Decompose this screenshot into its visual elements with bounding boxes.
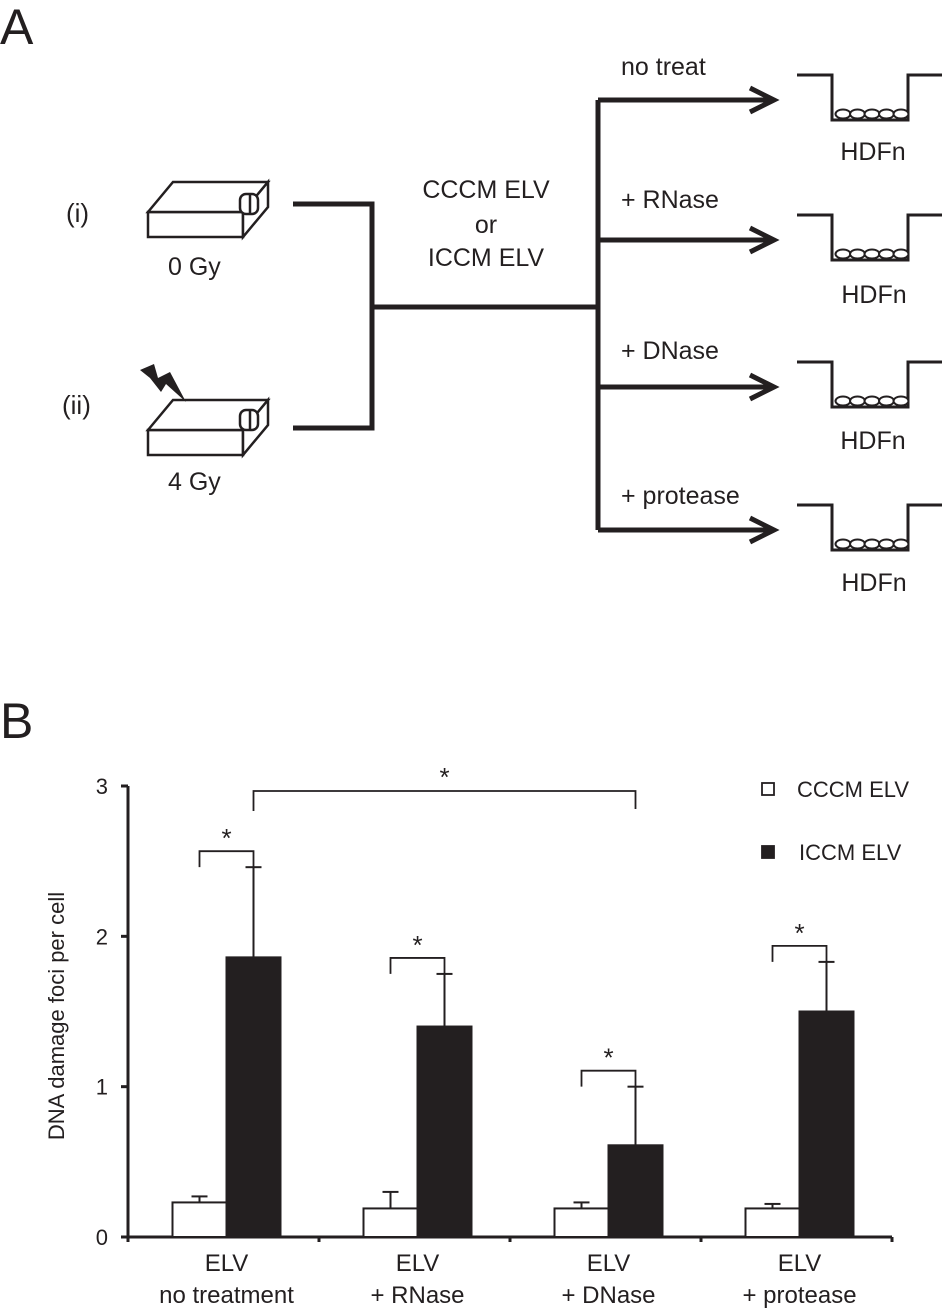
- cell-icon: [849, 538, 866, 550]
- culture-well-icon: [797, 360, 942, 409]
- cell-icon: [834, 108, 852, 120]
- branch-0-treatment: no treat: [621, 53, 706, 81]
- bar-cccm: [744, 1207, 801, 1238]
- cell-icon: [863, 538, 881, 550]
- cell-icon: [878, 248, 895, 260]
- radiation-bolt-icon: [140, 364, 186, 402]
- x-tick-label: + RNase: [370, 1282, 464, 1309]
- y-tick-label: 1: [96, 1075, 108, 1100]
- middle-line-1: CCCM ELV: [422, 176, 550, 204]
- well-outline: [797, 73, 942, 122]
- cell-icon: [863, 248, 881, 260]
- x-tick-label: + protease: [742, 1282, 856, 1309]
- well-outline: [797, 360, 942, 409]
- flask-0gy-icon: [145, 178, 271, 241]
- bar-iccm: [225, 956, 282, 1238]
- branch-1-target: HDFn: [841, 281, 906, 309]
- cell-icon: [878, 538, 895, 550]
- x-tick-label: ELV: [587, 1250, 631, 1277]
- legend-swatch: [761, 782, 775, 796]
- cell-icon: [849, 108, 866, 120]
- flask-i-dose: 0 Gy: [168, 253, 221, 281]
- branch-2-treatment: + DNase: [621, 337, 719, 365]
- significance-marker: *: [221, 823, 231, 853]
- x-tick-label: ELV: [396, 1250, 440, 1277]
- bar-iccm: [416, 1025, 473, 1238]
- cell-icon: [892, 108, 910, 120]
- bar-cccm: [553, 1207, 610, 1238]
- cell-icon: [892, 538, 910, 550]
- y-axis-title: DNA damage foci per cell: [44, 892, 69, 1140]
- y-tick-label: 3: [96, 774, 108, 799]
- flow-connectors: [293, 97, 770, 533]
- x-tick-label: + DNase: [561, 1282, 655, 1309]
- legend-swatch: [761, 845, 775, 859]
- significance-marker: *: [439, 762, 449, 792]
- branch-3-treatment: + protease: [621, 482, 740, 510]
- legend: CCCM ELV ICCM ELV: [761, 777, 909, 865]
- cell-icon: [849, 248, 866, 260]
- flask-ii-label: (ii): [62, 390, 91, 420]
- cell-icon: [863, 395, 881, 407]
- significance-marker: *: [412, 930, 422, 960]
- wells: [797, 73, 942, 552]
- significance-marker: *: [603, 1043, 613, 1073]
- arrowheads: [748, 85, 780, 545]
- branch-1-treatment: + RNase: [621, 186, 719, 214]
- flask-ii-dose: 4 Gy: [168, 468, 221, 496]
- cell-icon: [878, 395, 895, 407]
- panel-a-label: A: [0, 0, 34, 55]
- cell-icon: [878, 108, 895, 120]
- bar-cccm: [362, 1207, 419, 1238]
- culture-well-icon: [797, 503, 942, 552]
- branch-0-target: HDFn: [840, 138, 905, 166]
- flask-4gy-icon: [145, 396, 271, 459]
- cell-icon: [863, 108, 881, 120]
- bar-cccm: [171, 1201, 228, 1239]
- culture-well-icon: [797, 213, 942, 262]
- cell-icon: [892, 395, 910, 407]
- panel-a: A (i) 0 Gy (ii) 4 Gy: [0, 0, 942, 597]
- significance-bracket: [771, 944, 828, 962]
- x-tick-label: ELV: [205, 1250, 249, 1277]
- significance-bracket: [580, 1069, 637, 1087]
- significance-bracket: [198, 850, 255, 868]
- middle-line-3: ICCM ELV: [428, 244, 545, 272]
- legend-label: CCCM ELV: [797, 777, 909, 802]
- well-outline: [797, 503, 942, 552]
- cell-icon: [834, 248, 852, 260]
- bar-iccm: [798, 1010, 855, 1238]
- significance-marker: *: [794, 918, 804, 948]
- cell-icon: [834, 538, 852, 550]
- x-tick-label: ELV: [778, 1250, 822, 1277]
- well-outline: [797, 213, 942, 262]
- bar-iccm: [607, 1144, 664, 1238]
- legend-label: ICCM ELV: [799, 840, 902, 865]
- x-tick-label: no treatment: [159, 1282, 294, 1309]
- cell-icon: [892, 248, 910, 260]
- y-tick-label: 2: [96, 924, 108, 949]
- cell-icon: [849, 395, 866, 407]
- middle-line-2: or: [475, 211, 497, 239]
- culture-well-icon: [797, 73, 942, 122]
- branch-3-target: HDFn: [841, 569, 906, 597]
- flask-i-label: (i): [66, 198, 89, 228]
- cell-icon: [834, 395, 852, 407]
- y-tick-label: 0: [96, 1225, 108, 1250]
- branch-2-target: HDFn: [840, 427, 905, 455]
- significance-bracket: [252, 790, 637, 811]
- significance-bracket: [389, 957, 446, 974]
- panel-b-label: B: [0, 693, 33, 749]
